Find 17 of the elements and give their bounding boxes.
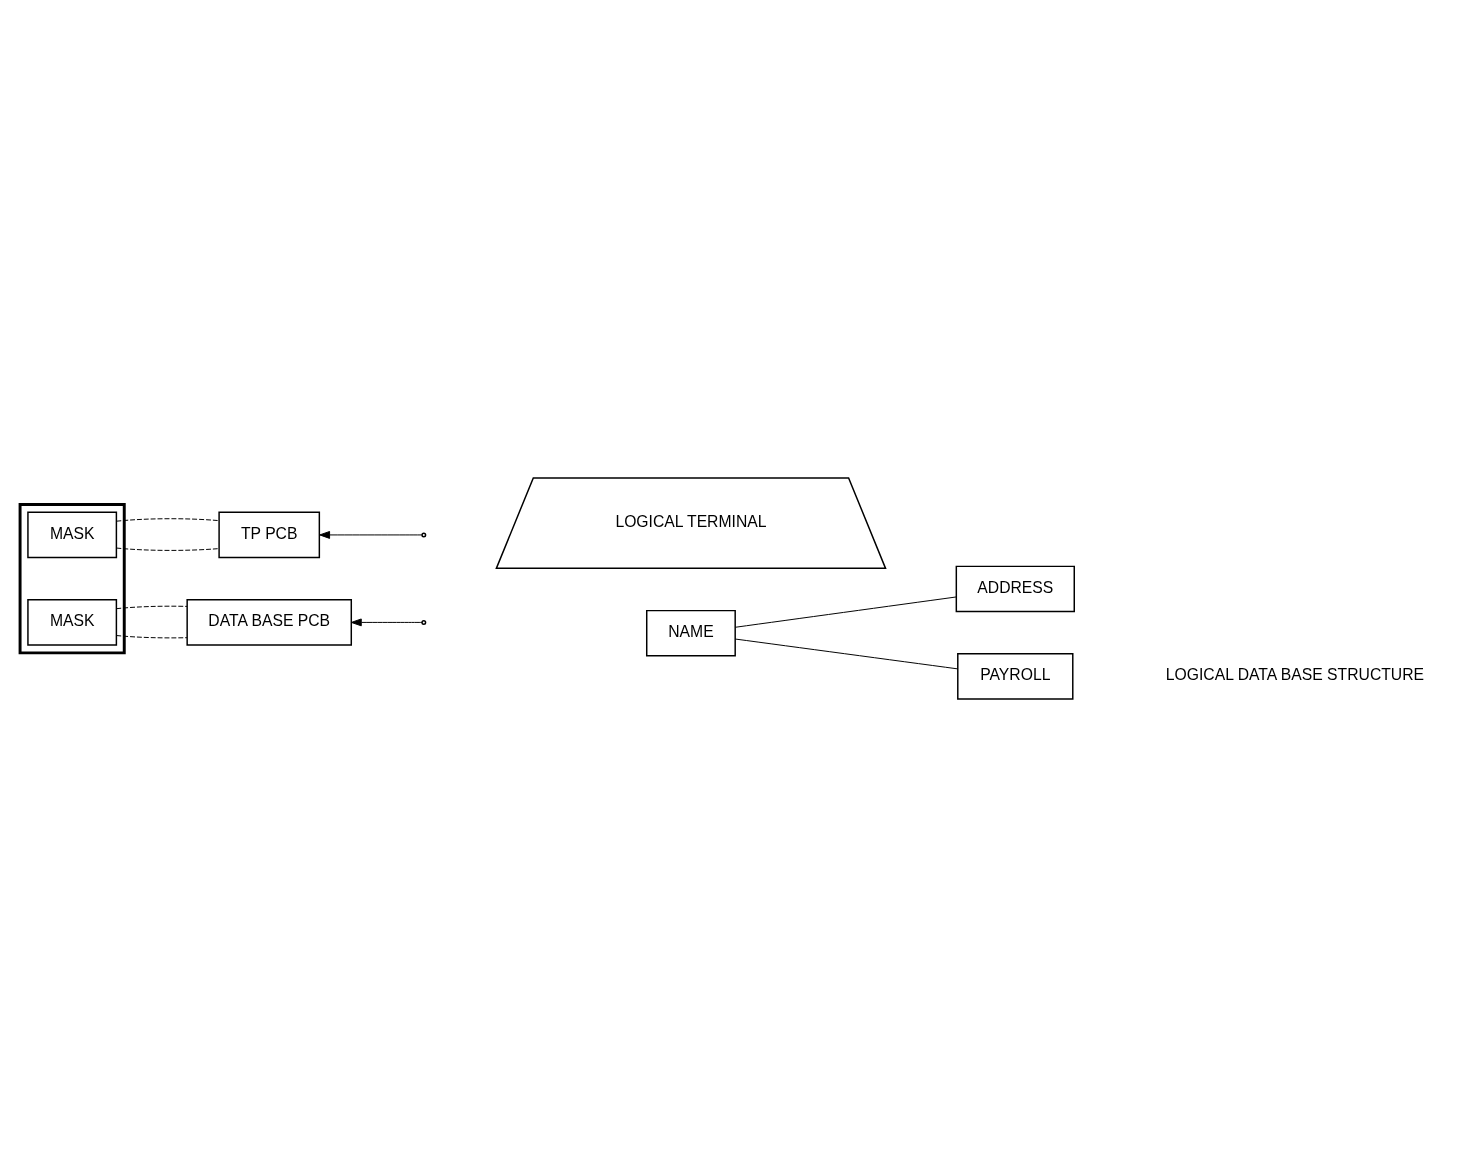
arrow: [350, 618, 423, 626]
node-box: MASK: [27, 598, 118, 646]
connector: [734, 595, 957, 628]
connector: [115, 517, 220, 522]
label: LOGICAL DATA BASE STRUCTURE: [1165, 665, 1425, 683]
cluster: [18, 502, 126, 654]
connector: [115, 634, 188, 638]
connector: [115, 605, 188, 609]
node-box: MASK: [27, 511, 118, 558]
connector: [115, 547, 220, 551]
node-box: ADDRESS: [955, 565, 1075, 612]
connector: [734, 638, 959, 669]
node-box: NAME: [646, 609, 736, 657]
arrow: [319, 530, 423, 539]
node-box: PAYROLL: [957, 652, 1074, 700]
node-box: DATA BASE PCB: [186, 598, 353, 646]
node-box: TP PCB: [218, 511, 321, 558]
